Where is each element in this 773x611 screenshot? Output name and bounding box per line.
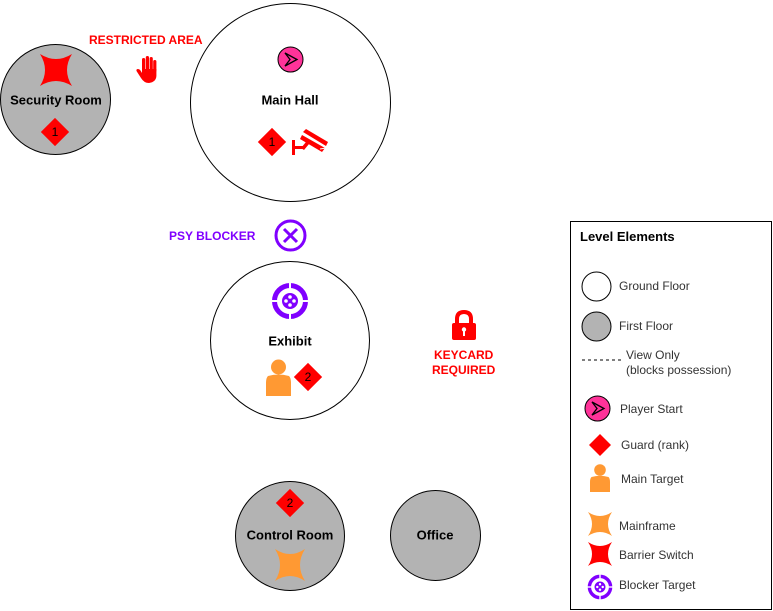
mainframe-star-icon	[275, 549, 305, 581]
legend-panel: Level Elements Ground Floor First Floor …	[570, 221, 772, 610]
guard-rank: 1	[268, 135, 276, 149]
blocker-target-icon	[271, 282, 309, 320]
psy-blocker-label: PSY BLOCKER	[169, 229, 256, 243]
guard-rank: 2	[304, 370, 312, 384]
dashed-line-icon	[582, 359, 624, 361]
guard-diamond-main-hall: 1	[257, 127, 287, 157]
room-label-main-hall: Main Hall	[261, 92, 319, 108]
legend-label-mainframe: Mainframe	[619, 519, 676, 533]
legend-label-view-only: View Only	[626, 348, 680, 362]
legend-label-guard: Guard (rank)	[621, 438, 690, 452]
legend-label-barrier-switch: Barrier Switch	[619, 548, 694, 562]
legend-label-player-start: Player Start	[620, 402, 683, 416]
mainframe-star-icon	[588, 512, 612, 536]
player-start-icon	[277, 46, 304, 73]
person-icon	[590, 464, 610, 492]
legend-label-main-target: Main Target	[621, 472, 684, 486]
hand-stop-icon	[136, 56, 157, 83]
barrier-switch-star-icon	[40, 54, 72, 86]
barrier-switch-star-icon	[588, 542, 612, 566]
legend-label-first-floor: First Floor	[619, 319, 673, 333]
room-label-security-room: Security Room	[10, 92, 102, 108]
keycard-line-1: KEYCARD	[434, 348, 494, 362]
padlock-icon	[452, 309, 476, 340]
room-label-exhibit: Exhibit	[268, 333, 312, 349]
guard-diamond-control-room: 2	[275, 488, 305, 518]
legend-label-blocker-target: Blocker Target	[619, 578, 696, 592]
main-target-person-icon	[266, 359, 291, 396]
guard-rank: 1	[51, 125, 59, 139]
room-main-hall	[190, 3, 391, 202]
room-office	[390, 490, 481, 581]
guard-diamond-icon	[589, 434, 611, 456]
guard-diamond-exhibit: 2	[293, 362, 323, 392]
room-label-office: Office	[416, 527, 454, 543]
psy-blocker-icon	[274, 219, 307, 252]
legend-sublabel-view-only: (blocks possession)	[626, 363, 732, 377]
legend-title: Level Elements	[580, 229, 675, 244]
room-label-control-room: Control Room	[246, 527, 334, 543]
security-camera-icon	[292, 129, 328, 155]
guard-diamond-security-room: 1	[40, 117, 70, 147]
ground-floor-circle-icon	[581, 271, 612, 302]
legend-label-ground-floor: Ground Floor	[619, 279, 690, 293]
first-floor-circle-icon	[581, 311, 612, 342]
blocker-target-icon	[587, 574, 613, 600]
keycard-required-label: KEYCARD REQUIRED	[432, 348, 495, 378]
guard-rank: 2	[286, 496, 294, 510]
keycard-line-2: REQUIRED	[432, 363, 496, 377]
restricted-area-label: RESTRICTED AREA	[89, 33, 203, 47]
player-start-icon	[584, 395, 611, 422]
